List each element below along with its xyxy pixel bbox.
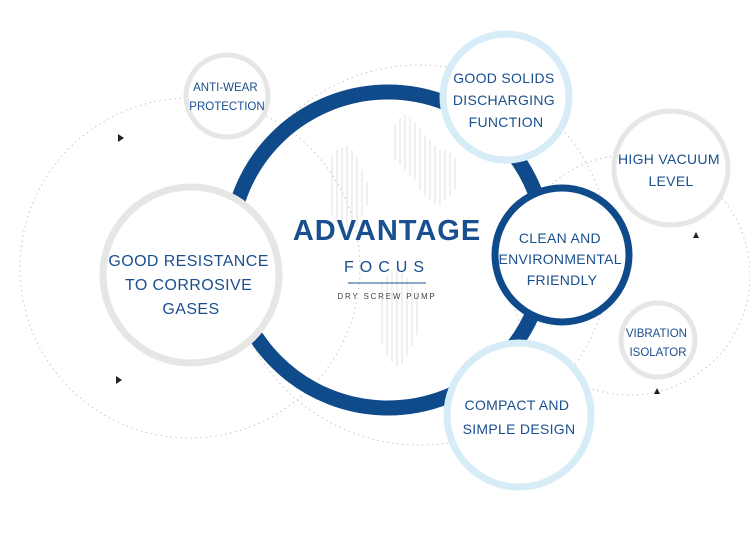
feature-node-compact: COMPACT AND SIMPLE DESIGN xyxy=(443,339,595,491)
arrow-icon xyxy=(118,134,124,142)
feature-label: ANTI-WEAR xyxy=(193,82,258,94)
svg-text:HIGH VACUUM LEVEL: HIGH VACUUM LEVEL xyxy=(618,151,724,189)
feature-label: CLEAN AND xyxy=(519,230,601,246)
center-subtitle: FOCUS xyxy=(344,259,430,276)
svg-text:COMPACT AND SIMPLE DESIG: COMPACT AND SIMPLE DESIGN xyxy=(463,397,576,437)
arrow-icon xyxy=(693,232,699,238)
feature-label: PROTECTION xyxy=(189,101,264,113)
world-map-texture xyxy=(331,115,456,366)
feature-label: GOOD RESISTANCE xyxy=(108,253,268,270)
feature-node-anti-wear: ANTI-WEAR PROTECTION xyxy=(183,52,271,140)
center-caption: DRY SCREW PUMP xyxy=(337,292,436,301)
feature-label: GASES xyxy=(162,301,219,318)
svg-text:CLEAN AND ENVIRONMENTAL: CLEAN AND ENVIRONMENTAL FRIENDLY xyxy=(498,230,625,288)
feature-label: ISOLATOR xyxy=(629,347,686,359)
arrow-icon xyxy=(654,388,660,394)
feature-node-clean: CLEAN AND ENVIRONMENTAL FRIENDLY xyxy=(491,184,633,326)
feature-label: GOOD SOLIDS xyxy=(453,70,554,86)
feature-label: LEVEL xyxy=(648,173,693,189)
svg-text:ANTI-WEAR PROTECTION: ANTI-WEAR PROTECTION xyxy=(189,82,264,113)
feature-node-vacuum: HIGH VACUUM LEVEL xyxy=(611,108,731,228)
feature-label: DISCHARGING xyxy=(453,92,555,108)
feature-label: VIBRATION xyxy=(626,328,687,340)
feature-node-solids: GOOD SOLIDS DISCHARGING FUNCTION xyxy=(439,30,573,164)
feature-label: FRIENDLY xyxy=(527,272,598,288)
feature-label: TO CORROSIVE xyxy=(125,277,252,294)
feature-label: HIGH VACUUM xyxy=(618,151,720,167)
feature-label: COMPACT AND xyxy=(465,397,570,413)
feature-node-corrosive: GOOD RESISTANCE TO CORROSIVE GASES xyxy=(99,183,283,367)
feature-node-vibration: VIBRATION ISOLATOR xyxy=(618,300,698,380)
center-title: ADVANTAGE xyxy=(293,215,481,247)
svg-text:GOOD SOLIDS DISCHARGING: GOOD SOLIDS DISCHARGING FUNCTION xyxy=(453,70,559,130)
feature-label: FUNCTION xyxy=(469,114,544,130)
feature-label: SIMPLE DESIGN xyxy=(463,421,576,437)
feature-label: ENVIRONMENTAL xyxy=(498,251,621,267)
svg-text:GOOD RESISTANCE TO CORRO: GOOD RESISTANCE TO CORROSIVE GASES xyxy=(108,253,273,318)
svg-text:VIBRATION ISOLATOR: VIBRATION ISOLATOR xyxy=(626,328,690,359)
orbit-arrows xyxy=(116,134,699,394)
center-label: ADVANTAGE FOCUS DRY SCREW PUMP xyxy=(293,215,481,301)
arrow-icon xyxy=(116,376,122,384)
